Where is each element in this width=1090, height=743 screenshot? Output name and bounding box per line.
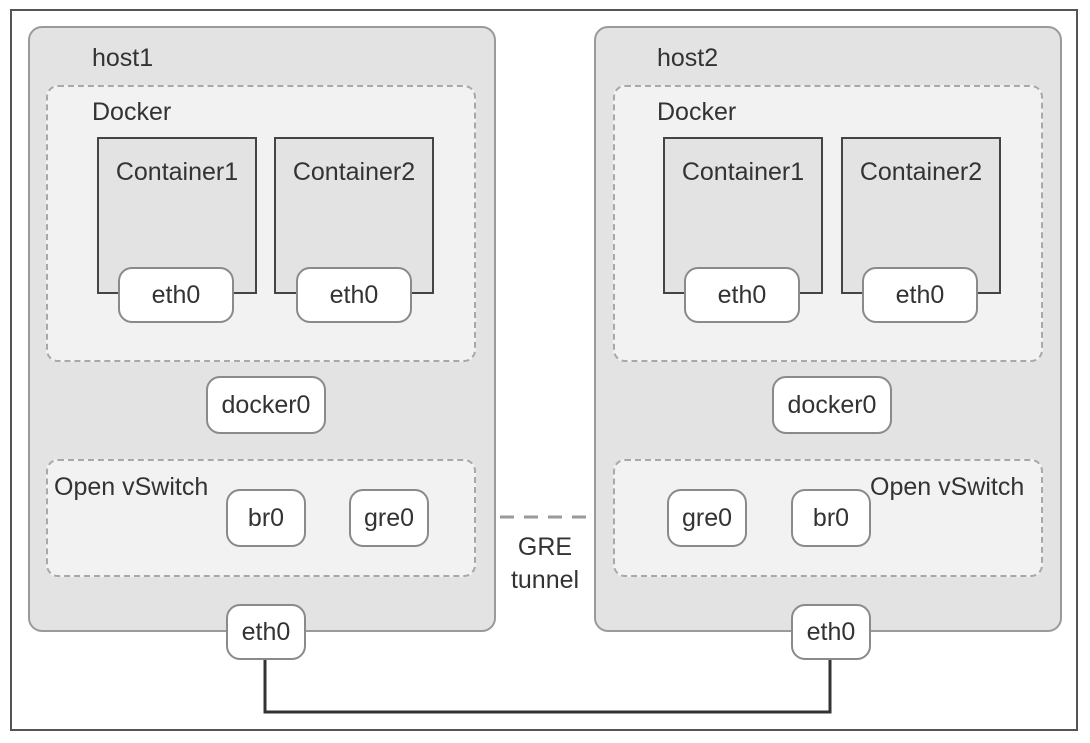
host2-docker-label: Docker xyxy=(657,98,737,126)
host1-container2-eth0: eth0 xyxy=(296,267,412,323)
host2-ovs-label: Open vSwitch xyxy=(870,473,1025,501)
host1-ovs-label: Open vSwitch xyxy=(54,473,209,501)
host1-br0: br0 xyxy=(226,489,306,547)
host2-gre0: gre0 xyxy=(667,489,747,547)
host1-eth0: eth0 xyxy=(226,604,306,660)
host1-container1-label: Container1 xyxy=(115,158,239,186)
host1-container1-eth0: eth0 xyxy=(118,267,234,323)
host1-docker-label: Docker xyxy=(92,98,172,126)
gre-tunnel-label-line2: tunnel xyxy=(510,566,580,594)
host2-eth0: eth0 xyxy=(791,604,871,660)
host1-container2-label: Container2 xyxy=(292,158,416,186)
host2-container1-label: Container1 xyxy=(681,158,805,186)
host2-container2-label: Container2 xyxy=(859,158,983,186)
gre-tunnel-label-line1: GRE xyxy=(517,533,573,561)
host2-docker0-bridge: docker0 xyxy=(772,376,892,434)
host2-title: host2 xyxy=(657,44,719,72)
host2-br0: br0 xyxy=(791,489,871,547)
host1-title: host1 xyxy=(92,44,154,72)
diagram-frame xyxy=(10,9,1078,731)
host1-gre0: gre0 xyxy=(349,489,429,547)
link-physical-eth0 xyxy=(263,658,832,714)
host2-container2-eth0: eth0 xyxy=(862,267,978,323)
host1-docker0-bridge: docker0 xyxy=(206,376,326,434)
host2-container1-eth0: eth0 xyxy=(684,267,800,323)
